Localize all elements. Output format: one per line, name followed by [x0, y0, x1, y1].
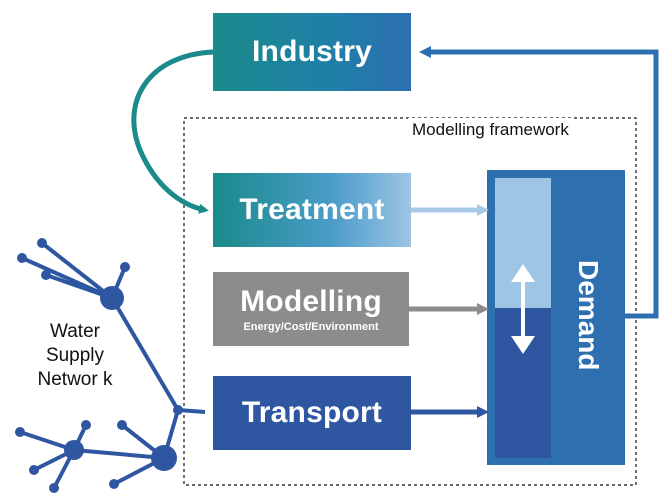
industry-label: Industry — [252, 35, 372, 68]
modelling-label: Modelling — [240, 285, 382, 318]
water-supply-network-label: Water Supply Networ k — [37, 321, 113, 390]
modelling-framework-label: Modelling framework — [408, 118, 573, 142]
water-supply-network-nodes — [15, 238, 183, 493]
treatment-label: Treatment — [239, 193, 385, 226]
modelling-node: Modelling Energy/Cost/Environment — [213, 272, 409, 346]
transport-label: Transport — [241, 396, 383, 429]
demand-arrow-up-icon — [511, 264, 535, 282]
industry-to-treatment-arrow — [131, 49, 214, 214]
treatment-node: Treatment — [213, 173, 411, 247]
modelling-framework-border — [183, 117, 637, 486]
transport-node: Transport — [213, 376, 411, 450]
modelling-sublabel: Energy/Cost/Environment — [243, 321, 379, 333]
demand-label: Demand — [573, 259, 604, 371]
demand-arrow-down-icon — [511, 336, 535, 354]
demand-to-industry-arrow — [419, 46, 659, 319]
industry-node: Industry — [213, 13, 411, 91]
